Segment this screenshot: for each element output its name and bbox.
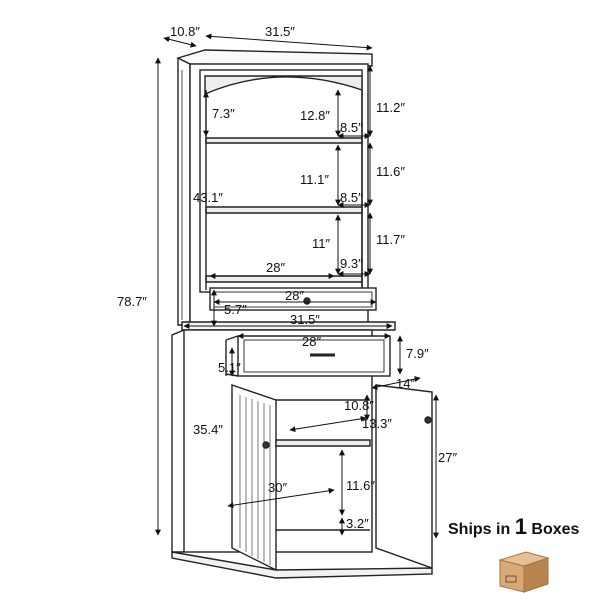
shelf-2 — [205, 206, 363, 214]
label-lower-drawer-width: 28″ — [302, 334, 321, 349]
crown-molding — [176, 49, 373, 67]
label-base-height: 3.2″ — [346, 516, 369, 531]
label-shelf2-outer: 11.6″ — [376, 164, 405, 179]
left-door-knob — [262, 441, 270, 449]
dimension-labels: 10.8″ 31.5″ 78.7″ 43.1″ 35.4″ 7.3″ 12.8″… — [117, 24, 457, 531]
label-shelf1-gap: 7.3″ — [212, 106, 235, 121]
label-crown-height: 11.2″ — [376, 100, 405, 115]
label-shelf2-height: 11.1″ — [300, 172, 329, 187]
label-counter-width: 31.5″ — [290, 312, 320, 327]
label-cabinet-shelf-height: 10.8″ — [344, 398, 374, 413]
label-shelf1-depth: 8.5″ — [340, 120, 363, 135]
label-width-top: 31.5″ — [265, 24, 295, 39]
label-cabinet-depth: 13.3″ — [362, 416, 392, 431]
label-shelf3-height: 11″ — [312, 236, 330, 251]
label-lower-drawer-height: 7.9″ — [406, 346, 429, 361]
label-lower-depth: 14″ — [396, 376, 415, 391]
label-shelf2-depth: 8.5″ — [340, 190, 363, 205]
label-upper-drawer-height: 5.7″ — [224, 302, 247, 317]
label-cabinet-width: 30″ — [268, 480, 287, 495]
dimension-lines — [155, 33, 439, 539]
label-depth-top: 10.8″ — [170, 24, 200, 39]
upper-drawer-knob — [303, 297, 311, 305]
label-lower-drawer-gap: 5.1″ — [218, 360, 241, 375]
base — [171, 551, 433, 579]
label-shelf-width: 28″ — [266, 260, 285, 275]
shipping-box-icon — [498, 551, 550, 593]
shipping-count: 1 — [514, 514, 527, 539]
label-shelf1-height: 12.8″ — [300, 108, 330, 123]
shipping-prefix: Ships in — [448, 521, 511, 538]
cabinet-interior-shelf — [275, 439, 371, 447]
label-height-total: 78.7″ — [117, 294, 147, 309]
label-upper-drawer-width: 28″ — [285, 288, 304, 303]
label-shelf3-outer: 11.7″ — [376, 232, 405, 247]
shipping-note: Ships in 1 Boxes — [448, 514, 579, 540]
right-door — [375, 384, 433, 569]
left-door — [231, 384, 277, 572]
shipping-suffix: Boxes — [531, 521, 580, 538]
label-shelf3-depth: 9.3″ — [340, 256, 363, 271]
label-height-upper: 43.1″ — [193, 190, 223, 205]
shelf-3 — [205, 275, 363, 283]
label-cabinet-lower-height: 11.6″ — [346, 478, 375, 493]
right-door-knob — [424, 416, 432, 424]
label-cabinet-height: 27″ — [438, 450, 457, 465]
label-height-lower: 35.4″ — [193, 422, 223, 437]
shelf-1 — [205, 137, 363, 144]
